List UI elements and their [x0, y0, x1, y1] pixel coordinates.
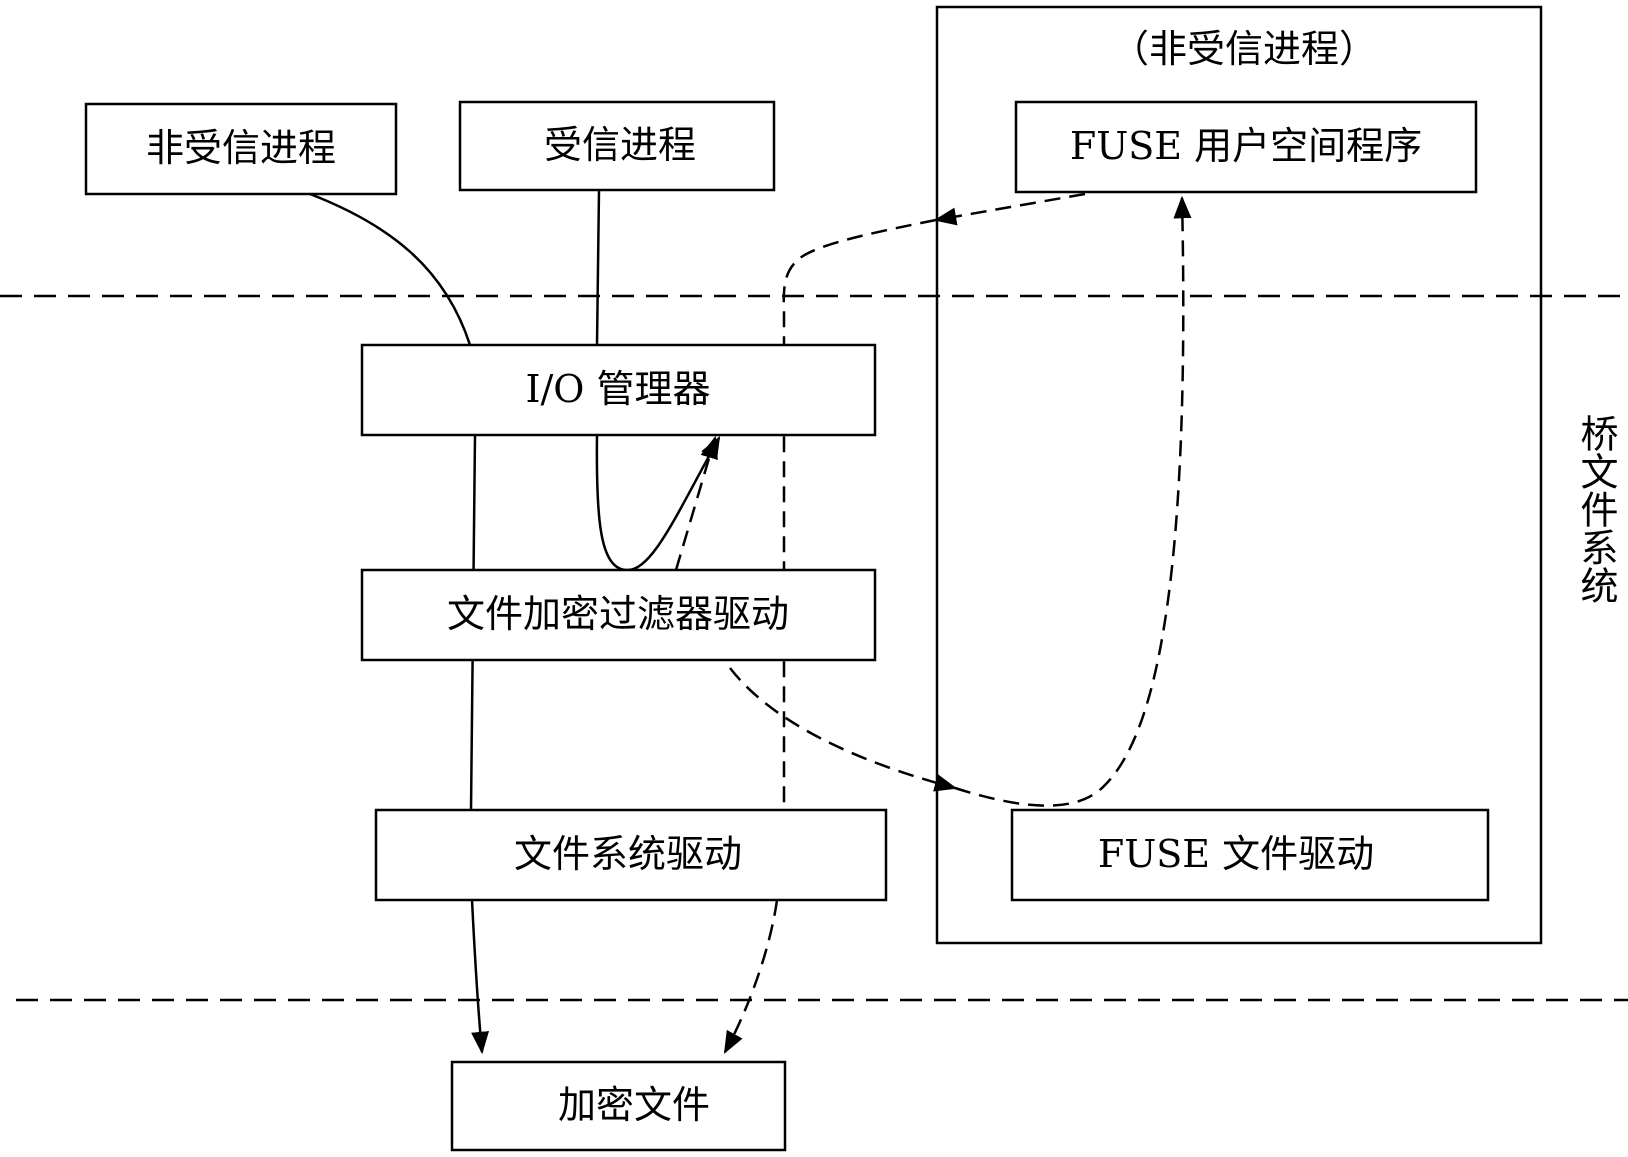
- filesystem-driver-label: 文件系统驱动: [514, 832, 742, 876]
- bridge-group-caption: （非受信进程）: [1111, 27, 1377, 71]
- fuse-user-program-label: FUSE 用户空间程序: [1070, 124, 1422, 168]
- fuse-driver-to-user-program-dashed-arrow: [955, 198, 1183, 806]
- io-manager-label: I/O 管理器: [525, 367, 710, 411]
- bridge-filesystem-label: 桥文件系统: [1574, 414, 1618, 604]
- encryption-filter-driver-label: 文件加密过滤器驱动: [447, 592, 789, 636]
- untrusted-process-box: 非受信进程: [86, 104, 396, 194]
- untrusted-process-label: 非受信进程: [146, 126, 336, 170]
- filter-to-fuse-driver-dashed-arrow: [730, 668, 955, 788]
- fs-to-encrypted-file-arrow: [472, 900, 482, 1052]
- trusted-flow-line: [597, 190, 599, 345]
- io-manager-box: I/O 管理器: [362, 345, 875, 435]
- encrypted-file-box: 加密文件: [452, 1062, 785, 1150]
- fuse-file-driver-box: FUSE 文件驱动: [1012, 810, 1488, 900]
- return-path-dashed-line: [784, 220, 936, 810]
- encryption-filter-driver-box: 文件加密过滤器驱动: [362, 570, 875, 660]
- trusted-process-box: 受信进程: [460, 102, 774, 190]
- encrypted-file-label: 加密文件: [558, 1083, 710, 1127]
- return-to-encrypted-file-dashed-arrow: [725, 900, 777, 1052]
- fuse-file-driver-label: FUSE 文件驱动: [1098, 832, 1374, 876]
- fuse-user-program-to-left-dashed-arrow: [936, 194, 1085, 220]
- untrusted-flow-line: [310, 194, 470, 345]
- trusted-process-label: 受信进程: [544, 123, 696, 167]
- filesystem-driver-box: 文件系统驱动: [376, 810, 886, 900]
- trusted-loop-arrow: [597, 435, 719, 570]
- fuse-user-program-box: FUSE 用户空间程序: [1016, 102, 1476, 192]
